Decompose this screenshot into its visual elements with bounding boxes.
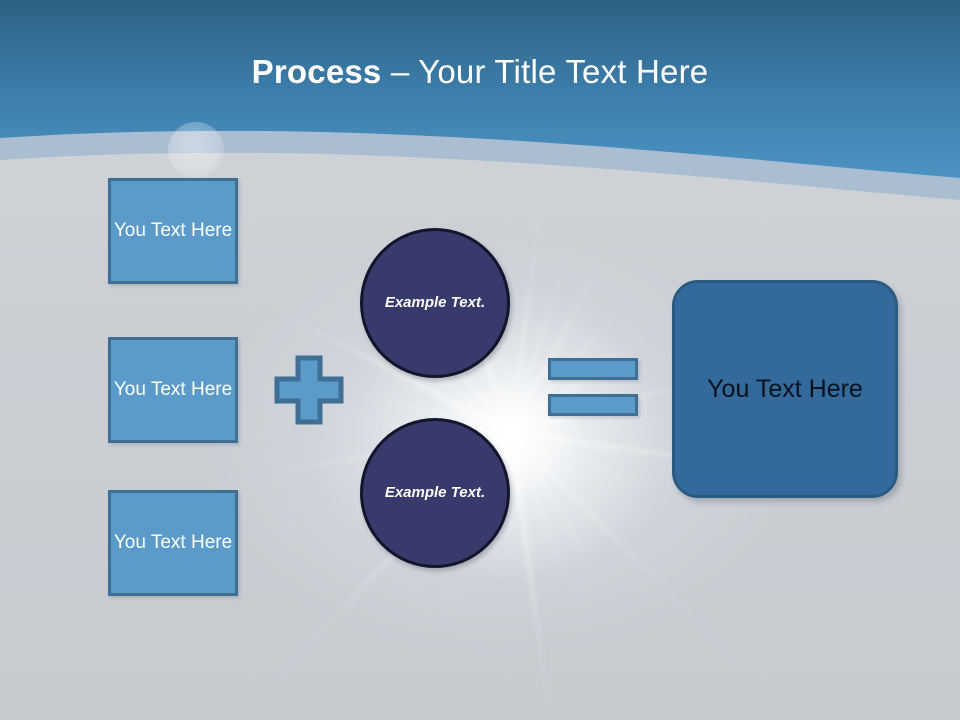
slide-header (0, 0, 960, 210)
input-box-3[interactable]: You Text Here (108, 490, 238, 596)
circle-node-2[interactable]: Example Text. (360, 418, 510, 568)
page-title-strong: Process (251, 53, 382, 90)
input-box-1[interactable]: You Text Here (108, 178, 238, 284)
input-box-2-label: You Text Here (113, 379, 233, 400)
starburst-ray (507, 432, 513, 584)
circle-node-1-label: Example Text. (384, 294, 486, 311)
page-title: Process – Your Title Text Here (0, 52, 960, 92)
input-box-3-label: You Text Here (113, 532, 233, 553)
equals-bar-bottom (548, 394, 638, 416)
result-box[interactable]: You Text Here (672, 280, 898, 498)
equals-icon (548, 358, 638, 420)
header-gradient-band (0, 0, 960, 178)
equals-bar-top (548, 358, 638, 380)
header-bubble-decoration (168, 122, 224, 178)
circle-node-1[interactable]: Example Text. (360, 228, 510, 378)
plus-icon (274, 355, 344, 425)
circle-node-2-label: Example Text. (384, 484, 486, 501)
header-shape (0, 0, 960, 200)
input-box-1-label: You Text Here (113, 220, 233, 241)
page-title-rest: – Your Title Text Here (381, 53, 709, 90)
result-box-label: You Text Here (707, 374, 863, 403)
input-box-2[interactable]: You Text Here (108, 337, 238, 443)
